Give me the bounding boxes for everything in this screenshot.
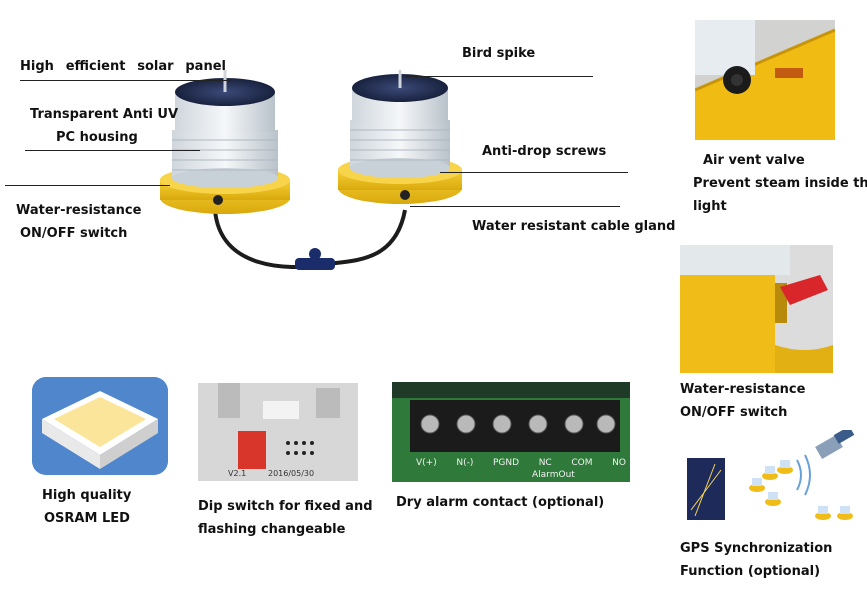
label-switch-right-2: ON/OFF switch	[680, 405, 788, 420]
label-switch-2: ON/OFF switch	[20, 226, 128, 241]
label-housing-2: PC housing	[56, 130, 138, 145]
label-switch-right-1: Water-resistance	[680, 382, 806, 397]
air-vent-photo	[695, 20, 835, 140]
product-image	[150, 70, 480, 290]
label-vent-1: Air vent valve	[703, 153, 805, 168]
label-gps-2: Function (optional)	[680, 564, 821, 579]
terminal-block-photo: V(+) N(-) PGND NC COM NO AlarmOut	[392, 382, 630, 482]
led-photo	[32, 377, 168, 475]
label-led-2: OSRAM LED	[44, 511, 130, 526]
label-bird-spike: Bird spike	[462, 46, 536, 61]
label-housing-1: Transparent Anti UV	[30, 107, 179, 122]
label-dip-2: flashing changeable	[198, 522, 346, 537]
label-dry-contact: Dry alarm contact (optional)	[396, 495, 605, 510]
switch-photo	[680, 245, 833, 373]
terminal-label: N(-)	[456, 458, 474, 468]
callout-line-switch	[5, 185, 170, 186]
label-cable-gland: Water resistant cable gland	[472, 219, 676, 234]
dip-switch-photo: V2.1 2016/05/30	[198, 383, 358, 481]
label-vent-3: light	[693, 199, 727, 214]
alarm-out-text: AlarmOut	[532, 470, 575, 480]
terminal-label: COM	[571, 458, 593, 468]
terminal-label: NC	[538, 458, 552, 468]
callout-line-screws	[440, 172, 628, 173]
terminal-label: PGND	[493, 458, 520, 468]
callout-line-housing	[25, 150, 200, 151]
right-light	[338, 70, 462, 204]
callout-line-solar	[20, 80, 230, 81]
label-led-1: High quality	[42, 488, 132, 503]
gps-illustration	[685, 430, 860, 530]
callout-line-bird	[405, 76, 593, 77]
left-light	[160, 70, 290, 214]
label-screws: Anti-drop screws	[482, 144, 607, 159]
label-vent-2: Prevent steam inside the	[693, 176, 867, 191]
terminal-label: V(+)	[416, 458, 437, 468]
label-dip-1: Dip switch for fixed and	[198, 499, 373, 514]
callout-line-gland	[410, 206, 620, 207]
dip-date-text: 2016/05/30	[268, 469, 315, 478]
terminal-label: NO	[612, 458, 626, 468]
label-switch-1: Water-resistance	[16, 203, 142, 218]
label-gps-1: GPS Synchronization	[680, 541, 833, 556]
dip-version-text: V2.1	[228, 469, 247, 478]
terminal-labels: V(+) N(-) PGND NC COM NO	[416, 458, 626, 468]
